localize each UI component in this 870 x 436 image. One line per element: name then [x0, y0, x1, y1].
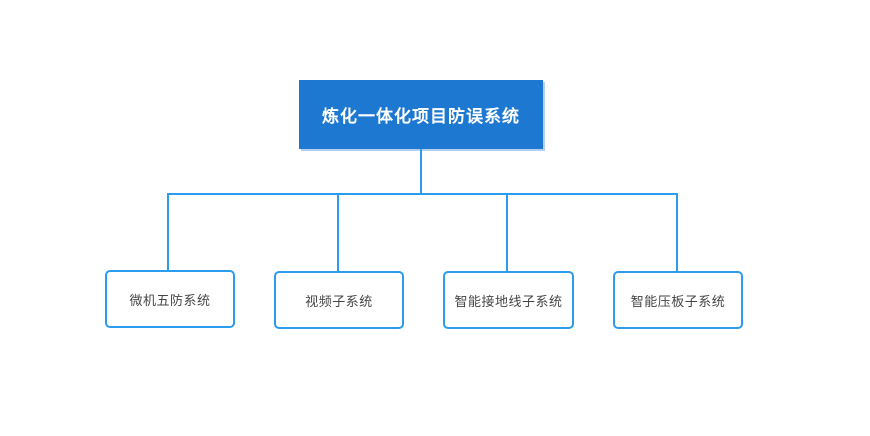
- node-child-label: 智能接地线子系统: [454, 293, 563, 309]
- node-child-video[interactable]: 视频子系统: [274, 271, 404, 329]
- node-root-label: 炼化一体化项目防误系统: [322, 107, 520, 126]
- node-child-wujifangwu[interactable]: 微机五防系统: [105, 270, 235, 328]
- connector-drop-child-4: [676, 193, 678, 271]
- node-child-label: 视频子系统: [305, 293, 373, 309]
- connector-root-vertical: [420, 149, 422, 193]
- connector-drop-child-3: [506, 193, 508, 271]
- node-child-label: 智能压板子系统: [630, 293, 726, 309]
- node-root[interactable]: 炼化一体化项目防误系统: [299, 80, 543, 149]
- connector-horizontal-bus: [167, 193, 678, 195]
- connector-drop-child-1: [167, 193, 169, 270]
- connector-drop-child-2: [337, 193, 339, 271]
- node-child-label: 微机五防系统: [129, 292, 211, 308]
- node-child-pressure-plate[interactable]: 智能压板子系统: [613, 271, 743, 329]
- node-child-grounding-wire[interactable]: 智能接地线子系统: [443, 271, 574, 329]
